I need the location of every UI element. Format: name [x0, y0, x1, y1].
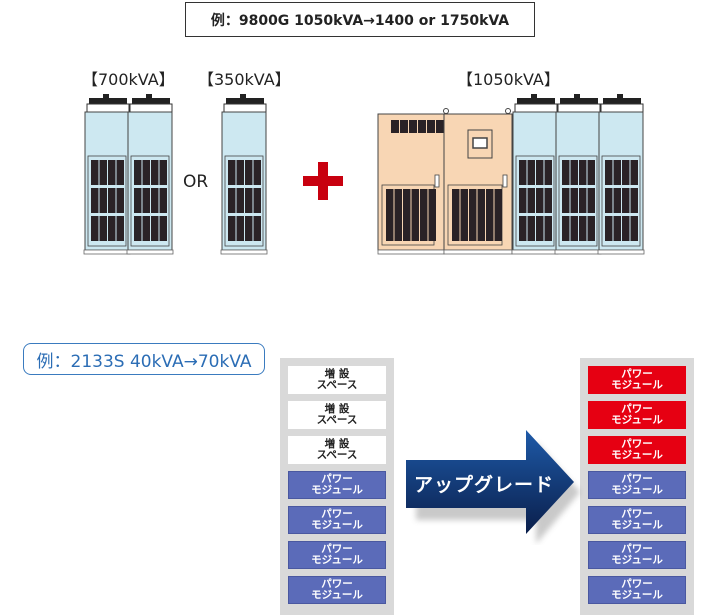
new-power-module-slot: パワーモジュール — [588, 401, 686, 429]
power-module-slot: パワーモジュール — [588, 506, 686, 534]
slot-line1: パワー — [621, 438, 653, 450]
power-module-slot: パワーモジュール — [288, 471, 386, 499]
base-1050kva-label: 【1050kVA】 — [457, 70, 560, 89]
or-label: OR — [183, 172, 209, 192]
example-9800g-label: 例：9800G 1050kVA→1400 or 1750kVA — [185, 2, 535, 37]
slot-line2: スペース — [316, 379, 358, 391]
plus-icon — [303, 162, 343, 200]
slot-line2: モジュール — [311, 484, 363, 496]
option-700kva-label: 【700kVA】 — [82, 70, 175, 89]
slot-line1: パワー — [321, 508, 353, 520]
ups-700kva-module-2 — [126, 94, 174, 255]
slot-line2: モジュール — [611, 589, 663, 601]
ups-1050kva-module-3 — [597, 94, 645, 255]
slot-line1: パワー — [621, 403, 653, 415]
upgrade-arrow-icon — [406, 430, 580, 544]
ups-350kva-module — [220, 94, 268, 255]
new-power-module-slot: パワーモジュール — [588, 366, 686, 394]
slot-line2: モジュール — [311, 554, 363, 566]
ups-700kva-module-1 — [83, 94, 131, 255]
slot-line1: パワー — [621, 543, 653, 555]
ups-1050kva-io-cabinet — [377, 113, 445, 255]
slot-line1: 増 設 — [324, 368, 350, 380]
new-power-module-slot: パワーモジュール — [588, 436, 686, 464]
ups-units-illustration — [83, 94, 645, 255]
power-module-slot: パワーモジュール — [588, 541, 686, 569]
slot-line1: 増 設 — [324, 403, 350, 415]
rack-after-upgrade: パワーモジュールパワーモジュールパワーモジュールパワーモジュールパワーモジュール… — [580, 358, 694, 615]
slot-line1: パワー — [621, 508, 653, 520]
power-module-slot: パワーモジュール — [588, 471, 686, 499]
slot-line2: モジュール — [311, 589, 363, 601]
ups-1050kva-module-1 — [511, 94, 559, 255]
upgrade-label: アップグレード — [414, 474, 555, 496]
slot-line2: スペース — [316, 449, 358, 461]
power-module-slot: パワーモジュール — [288, 576, 386, 604]
slot-line2: モジュール — [611, 554, 663, 566]
slot-line2: モジュール — [611, 414, 663, 426]
slot-line2: モジュール — [611, 379, 663, 391]
slot-line1: パワー — [621, 578, 653, 590]
example-2133s-label: 例：2133S 40kVA→70kVA — [23, 343, 265, 375]
expansion-space-slot: 増 設スペース — [288, 401, 386, 429]
slot-line2: モジュール — [611, 449, 663, 461]
expansion-space-slot: 増 設スペース — [288, 366, 386, 394]
option-350kva-label: 【350kVA】 — [198, 70, 291, 89]
slot-line2: モジュール — [611, 484, 663, 496]
rack-before-upgrade: 増 設スペース増 設スペース増 設スペースパワーモジュールパワーモジュールパワー… — [280, 358, 394, 615]
slot-line2: スペース — [316, 414, 358, 426]
slot-line1: パワー — [621, 473, 653, 485]
power-module-slot: パワーモジュール — [588, 576, 686, 604]
ups-1050kva-module-2 — [554, 94, 602, 255]
power-module-slot: パワーモジュール — [288, 506, 386, 534]
expansion-space-slot: 増 設スペース — [288, 436, 386, 464]
slot-line1: パワー — [321, 578, 353, 590]
slot-line1: パワー — [321, 543, 353, 555]
ups-1050kva-control-cabinet — [443, 113, 513, 255]
power-module-slot: パワーモジュール — [288, 541, 386, 569]
slot-line1: パワー — [321, 473, 353, 485]
slot-line1: 増 設 — [324, 438, 350, 450]
slot-line2: モジュール — [611, 519, 663, 531]
slot-line2: モジュール — [311, 519, 363, 531]
slot-line1: パワー — [621, 368, 653, 380]
